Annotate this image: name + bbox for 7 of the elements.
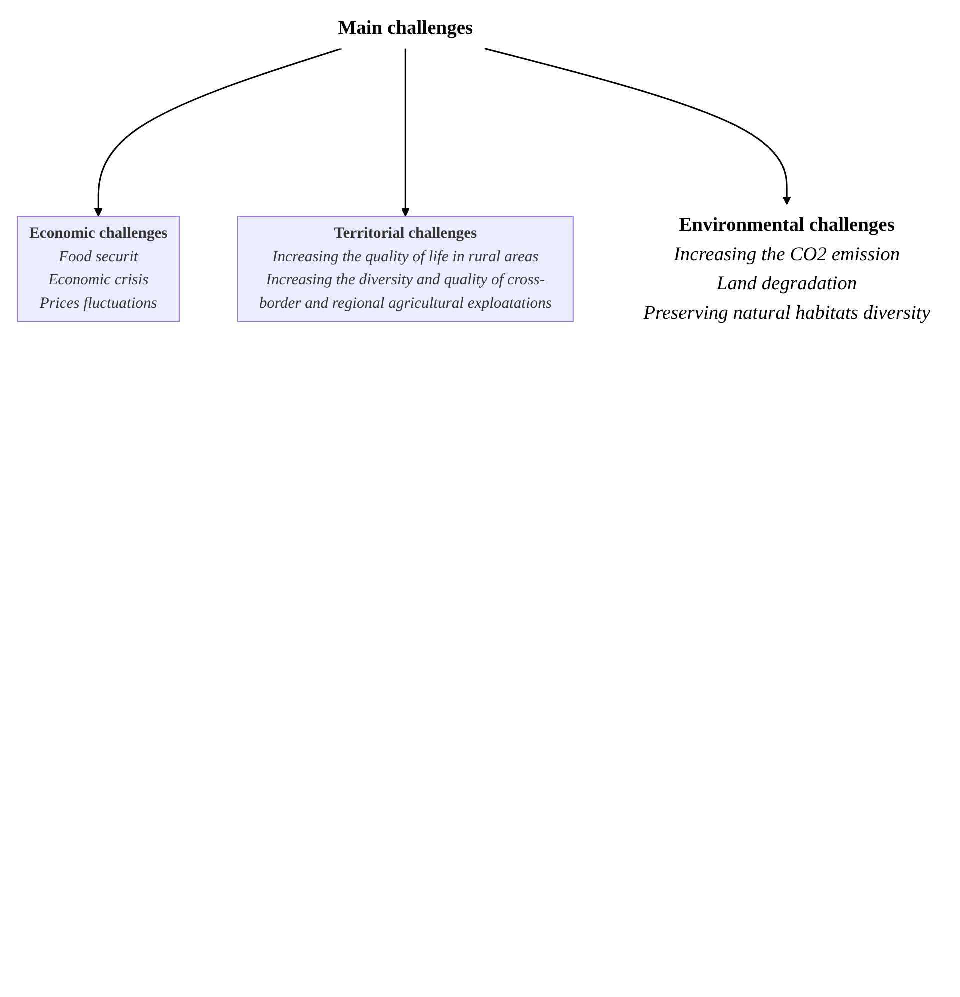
arrow [484,48,792,206]
node-box: Territorial challenges Increasing the quality of life in rural areas Increasing the diversity and quality of cross-border and regional agricultural exploatations [237,216,574,322]
node-text: Environmental challenges Increasing the CO2 emission Land degradation Preserving natural habitats diversity [644,214,930,324]
arrow [94,48,342,217]
arrow [401,48,410,217]
node-text: Main challenges [338,18,474,40]
node-box: Economic challenges Food securit Economic crisis Prices fluctuations [17,216,180,322]
